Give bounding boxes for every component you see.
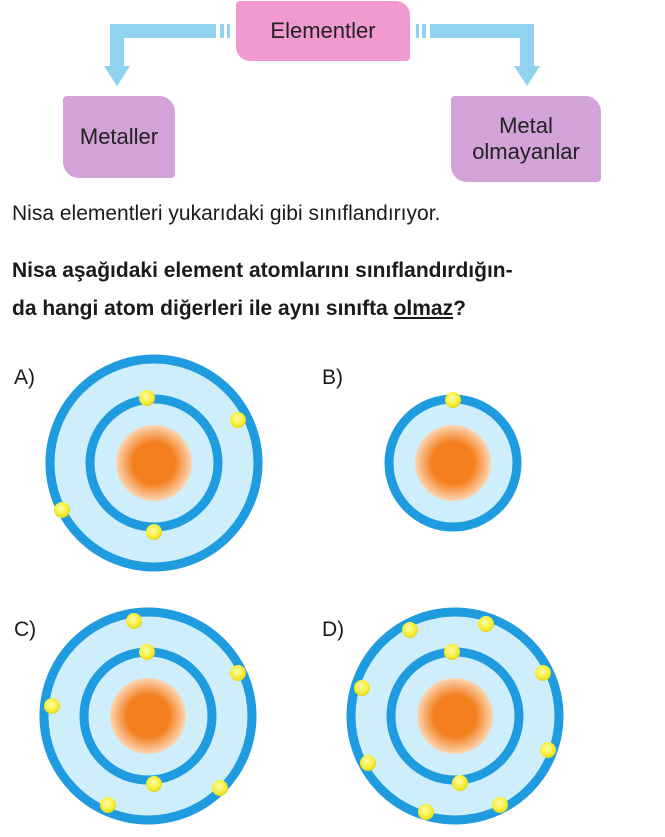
option-c-label[interactable]: C) [14, 618, 37, 641]
electron [445, 392, 461, 408]
nonmetals-box: Metal olmayanlar [451, 96, 601, 182]
electron [139, 644, 155, 660]
question-line1: Nisa aşağıdaki element atomlarını sınıfl… [12, 259, 513, 282]
nucleus [116, 425, 192, 501]
electron [139, 390, 155, 406]
intro-text: Nisa elementleri yukarıdaki gibi sınıfla… [12, 202, 441, 225]
nucleus [110, 678, 186, 754]
electron [146, 524, 162, 540]
question-emphasis: olmaz [393, 297, 454, 320]
electron [535, 665, 551, 681]
atom-d[interactable] [346, 607, 564, 825]
nucleus [417, 678, 493, 754]
metals-label: Metaller [79, 123, 159, 149]
nonmetals-label-line2: olmayanlar [472, 139, 580, 164]
elements-label: Elementler [270, 17, 376, 43]
atom-c[interactable] [39, 607, 257, 825]
electron [452, 775, 468, 791]
option-b-label[interactable]: B) [322, 366, 343, 389]
option-d-label[interactable]: D) [322, 618, 345, 641]
metals-box: Metaller [63, 96, 175, 178]
electron [44, 698, 60, 714]
atom-b[interactable] [384, 392, 522, 532]
electron [230, 665, 246, 681]
elements-box: Elementler [236, 1, 410, 61]
electron [540, 742, 556, 758]
electron [478, 616, 494, 632]
classification-arrows [104, 24, 540, 86]
electron [418, 804, 434, 820]
atom-a[interactable] [45, 354, 263, 572]
electron [492, 797, 508, 813]
electron [444, 644, 460, 660]
nonmetals-label-line1: Metal [499, 112, 553, 138]
question-line2-start: da hangi atom diğerleri ile aynı sınıfta [12, 297, 394, 320]
electron [360, 755, 376, 771]
question-mark: ? [453, 297, 466, 320]
electron [354, 680, 370, 696]
nucleus [415, 425, 491, 501]
electron [212, 780, 228, 796]
electron [54, 502, 70, 518]
electron [402, 622, 418, 638]
question-line2: da hangi atom diğerleri ile aynı sınıfta… [12, 297, 466, 320]
electron [126, 613, 142, 629]
electron [146, 776, 162, 792]
electron [100, 797, 116, 813]
option-a-label[interactable]: A) [14, 366, 35, 389]
electron [230, 412, 246, 428]
question-text: Nisa aşağıdaki element atomlarını sınıfl… [12, 252, 658, 328]
